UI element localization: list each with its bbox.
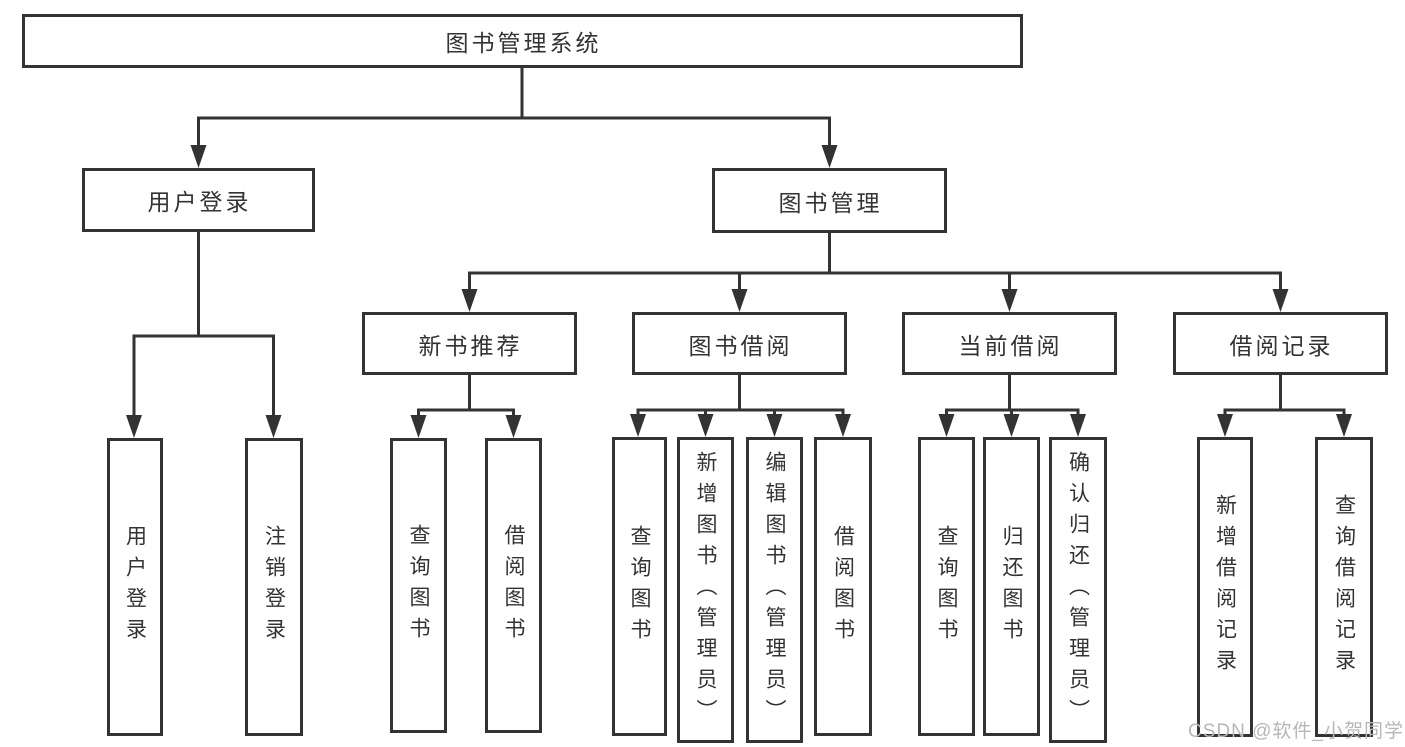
node-label: 查询图书: [628, 524, 651, 649]
node-label: 借阅图书: [831, 524, 855, 649]
node-leaf-query-borrow-record: 查询借阅记录: [1315, 437, 1373, 737]
node-leaf-borrow-books-2: 借阅图书: [814, 437, 872, 736]
node-label: 新增图书（管理员）: [694, 450, 717, 730]
node-label: 当前借阅: [958, 332, 1063, 359]
node-leaf-edit-book-admin: 编辑图书（管理员）: [746, 437, 803, 743]
node-label: 借阅记录: [1229, 332, 1334, 359]
watermark: CSDN @软件_小贺同学: [1188, 721, 1404, 742]
node-label: 查询图书: [935, 524, 958, 649]
node-label: 新增借阅记录: [1213, 494, 1237, 680]
node-new-book-recommendation: 新书推荐: [362, 312, 577, 375]
arrowheads: [126, 145, 1352, 438]
node-leaf-query-books-2: 查询图书: [612, 437, 667, 736]
node-label: 图书管理: [778, 189, 883, 216]
node-label: 编辑图书（管理员）: [763, 450, 786, 730]
node-label: 借阅图书: [502, 523, 525, 648]
node-label: 新书推荐: [418, 332, 523, 359]
node-leaf-add-book-admin: 新增图书（管理员）: [677, 437, 734, 743]
node-leaf-query-books-1: 查询图书: [390, 438, 447, 733]
node-current-borrowing: 当前借阅: [902, 312, 1117, 375]
node-borrowing-records: 借阅记录: [1173, 312, 1388, 375]
node-label: 注销登录: [262, 525, 286, 649]
node-label: 用户登录: [123, 525, 147, 649]
node-user-login: 用户登录: [82, 168, 315, 232]
node-leaf-logout: 注销登录: [245, 438, 303, 736]
node-label: 归还图书: [1000, 524, 1023, 649]
node-library-management-system: 图书管理系统: [22, 14, 1023, 68]
node-leaf-borrow-books-1: 借阅图书: [485, 438, 542, 733]
node-label: 确认归还（管理员）: [1066, 450, 1090, 730]
node-book-management: 图书管理: [712, 168, 947, 233]
node-leaf-return-books: 归还图书: [983, 437, 1040, 736]
node-leaf-query-books-3: 查询图书: [918, 437, 975, 736]
node-label: 图书借阅: [688, 332, 793, 359]
node-label: 查询借阅记录: [1332, 494, 1356, 680]
node-label: 图书管理系统: [445, 30, 602, 56]
node-label: 用户登录: [147, 189, 252, 215]
node-leaf-user-login: 用户登录: [107, 438, 163, 736]
node-leaf-add-borrow-record: 新增借阅记录: [1197, 437, 1253, 737]
node-book-borrowing: 图书借阅: [632, 312, 847, 375]
node-leaf-confirm-return-admin: 确认归还（管理员）: [1049, 437, 1107, 743]
node-label: 查询图书: [407, 523, 430, 648]
